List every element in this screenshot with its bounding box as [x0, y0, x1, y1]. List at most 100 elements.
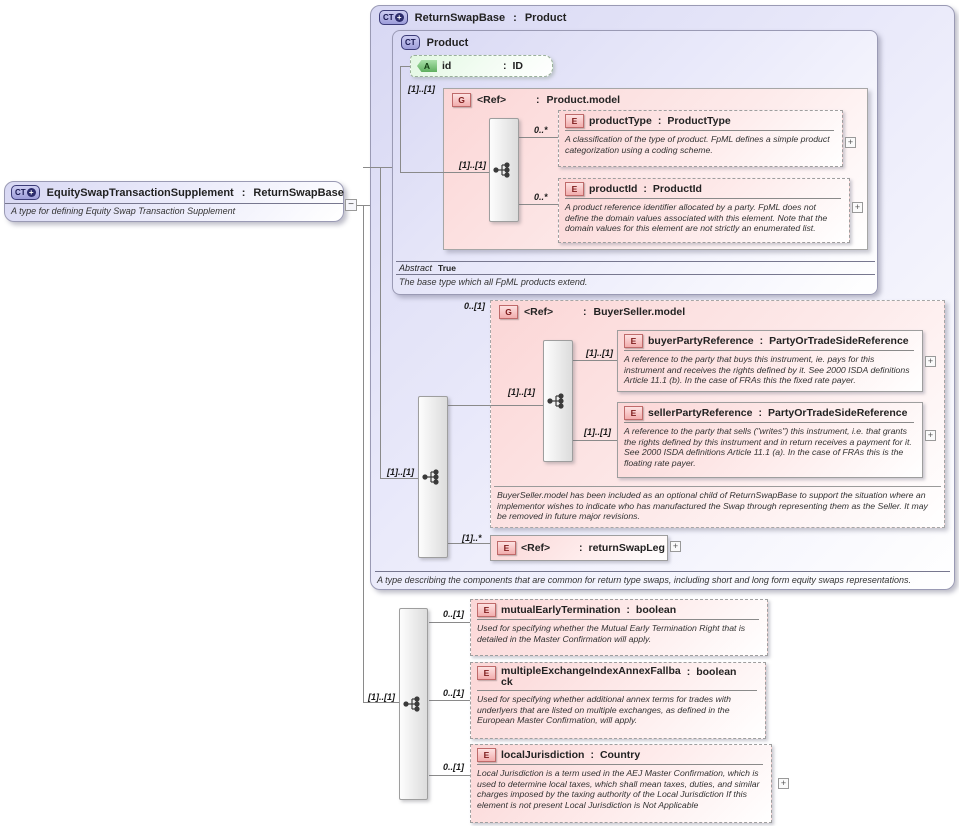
equityswap-basetype: ReturnSwapBase — [253, 186, 344, 199]
cardinality-bs-sequence: [1]..[1] — [508, 387, 535, 397]
product-model-type: Product.model — [546, 94, 621, 106]
connector-line — [363, 167, 392, 168]
returnswapbase-description: A type describing the components that ar… — [377, 575, 911, 585]
product-name: Product — [426, 36, 469, 49]
connector-line — [448, 543, 490, 544]
buyerseller-note: BuyerSeller.model has been included as a… — [497, 490, 928, 521]
divider — [624, 350, 914, 351]
sequence-indicator[interactable] — [399, 608, 428, 800]
mutualearlytermination-title: E mutualEarlyTermination : boolean — [471, 600, 767, 618]
divider — [624, 422, 914, 423]
divider — [477, 619, 759, 620]
complextype-plus-icon: CT+ — [11, 185, 40, 200]
divider — [477, 690, 757, 691]
sellerpartyreference-title: E sellerPartyReference : PartyOrTradeSid… — [618, 403, 922, 421]
buyerpartyreference-description: A reference to the party that buys this … — [624, 354, 910, 385]
returnswapbase-header: CT+ ReturnSwapBase : Product — [371, 6, 954, 29]
divider — [494, 486, 941, 487]
sequence-indicator[interactable] — [543, 340, 573, 462]
divider — [565, 130, 834, 131]
product-model-header: G <Ref> : Product.model — [444, 89, 867, 111]
element-icon: E — [477, 748, 496, 762]
connector-line — [380, 167, 381, 478]
connector-line — [345, 205, 370, 206]
element-box-sellerpartyreference[interactable]: E sellerPartyReference : PartyOrTradeSid… — [617, 402, 923, 478]
element-box-buyerpartyreference[interactable]: E buyerPartyReference : PartyOrTradeSide… — [617, 330, 923, 392]
attribute-type: ID — [512, 60, 524, 72]
buyerseller-model-ref: <Ref> — [524, 306, 554, 318]
connector-line — [400, 66, 401, 172]
element-box-localjurisdiction[interactable]: E localJurisdiction : Country Local Juri… — [470, 744, 772, 823]
divider — [565, 198, 841, 199]
cardinality-product-model: [1]..[1] — [408, 84, 435, 94]
connector-line — [429, 700, 470, 701]
sequence-icon — [547, 393, 564, 409]
element-icon: E — [624, 334, 643, 348]
attribute-box-id[interactable]: A id : ID — [410, 55, 553, 77]
cardinality-multiple: 0..[1] — [443, 688, 465, 698]
productid-type: ProductId — [652, 183, 702, 195]
element-box-multipleexchangeindexannexfallback[interactable]: E multipleExchangeIndexAnnexFallba ck : … — [470, 662, 766, 739]
expand-button-productid[interactable]: + — [852, 202, 863, 213]
expand-button-buyer[interactable]: + — [925, 356, 936, 367]
connector-line — [429, 775, 470, 776]
cardinality-mid-sequence: [1]..[1] — [387, 467, 414, 477]
sellerpartyreference-name: sellerPartyReference — [648, 407, 753, 419]
connector-line — [400, 172, 490, 173]
complextype-icon: CT — [401, 35, 420, 50]
expand-button-localjurisdiction[interactable]: + — [778, 778, 789, 789]
element-box-mutualearlytermination[interactable]: E mutualEarlyTermination : boolean Used … — [470, 599, 768, 656]
multipleexchange-title: E multipleExchangeIndexAnnexFallba ck : … — [471, 663, 765, 689]
sequence-icon — [402, 696, 420, 712]
returnswapbase-name: ReturnSwapBase — [414, 11, 506, 24]
localjurisdiction-type: Country — [599, 749, 641, 761]
localjurisdiction-name: localJurisdiction — [501, 749, 585, 761]
cardinality-producttype: 0..* — [534, 125, 548, 135]
returnswapleg-ref: <Ref> — [521, 542, 551, 554]
producttype-title: E productType : ProductType — [559, 111, 842, 129]
cardinality-seller: [1]..[1] — [584, 427, 611, 437]
returnswapleg-title: E <Ref> : returnSwapLeg — [491, 536, 667, 556]
expand-button-returnswapleg[interactable]: + — [670, 541, 681, 552]
sequence-indicator[interactable] — [418, 396, 448, 558]
complextype-plus-icon: CT+ — [379, 10, 408, 25]
group-icon: G — [499, 305, 518, 319]
mutualearlytermination-name: mutualEarlyTermination — [501, 604, 621, 616]
connector-line — [363, 702, 400, 703]
connector-line — [400, 66, 410, 67]
product-header: CT Product — [393, 31, 877, 54]
divider — [375, 571, 950, 572]
attribute-icon: A — [417, 60, 437, 72]
complextype-box-equityswaptransactionsupplement[interactable]: CT+ EquitySwapTransactionSupplement : Re… — [4, 181, 344, 222]
abstract-label: Abstract — [399, 263, 433, 273]
producttype-name: productType — [589, 115, 652, 127]
element-box-productid[interactable]: E productId : ProductId A product refere… — [558, 178, 850, 243]
multipleexchange-description: Used for specifying whether additional a… — [477, 694, 731, 725]
producttype-type: ProductType — [667, 115, 731, 127]
producttype-description: A classification of the type of product.… — [565, 134, 830, 155]
product-model-ref: <Ref> — [477, 94, 507, 106]
returnswapbase-basetype: Product — [524, 11, 567, 24]
multipleexchange-type: boolean — [696, 666, 737, 678]
connector-line — [429, 622, 470, 623]
connector-line — [519, 204, 558, 205]
collapse-toggle-button[interactable]: − — [345, 199, 357, 211]
buyerseller-model-type: BuyerSeller.model — [593, 306, 686, 318]
sequence-icon — [493, 162, 510, 178]
sellerpartyreference-type: PartyOrTradeSideReference — [767, 407, 908, 419]
mutualearlytermination-description: Used for specifying whether the Mutual E… — [477, 623, 746, 644]
productid-description: A product reference identifier allocated… — [565, 202, 828, 233]
expand-button-seller[interactable]: + — [925, 430, 936, 441]
expand-button-producttype[interactable]: + — [845, 137, 856, 148]
productid-title: E productId : ProductId — [559, 179, 849, 197]
equityswap-header: CT+ EquitySwapTransactionSupplement : Re… — [5, 182, 344, 204]
cardinality-local: 0..[1] — [443, 762, 465, 772]
cardinality-extension: [1]..[1] — [368, 692, 395, 702]
abstract-value: True — [438, 263, 456, 273]
group-icon: G — [452, 93, 471, 107]
cardinality-mutual: 0..[1] — [443, 609, 465, 619]
element-box-producttype[interactable]: E productType : ProductType A classifica… — [558, 110, 843, 167]
sequence-indicator[interactable] — [489, 118, 519, 222]
sellerpartyreference-description: A reference to the party that sells ("wr… — [624, 426, 912, 468]
element-box-returnswapleg[interactable]: E <Ref> : returnSwapLeg — [490, 535, 668, 561]
